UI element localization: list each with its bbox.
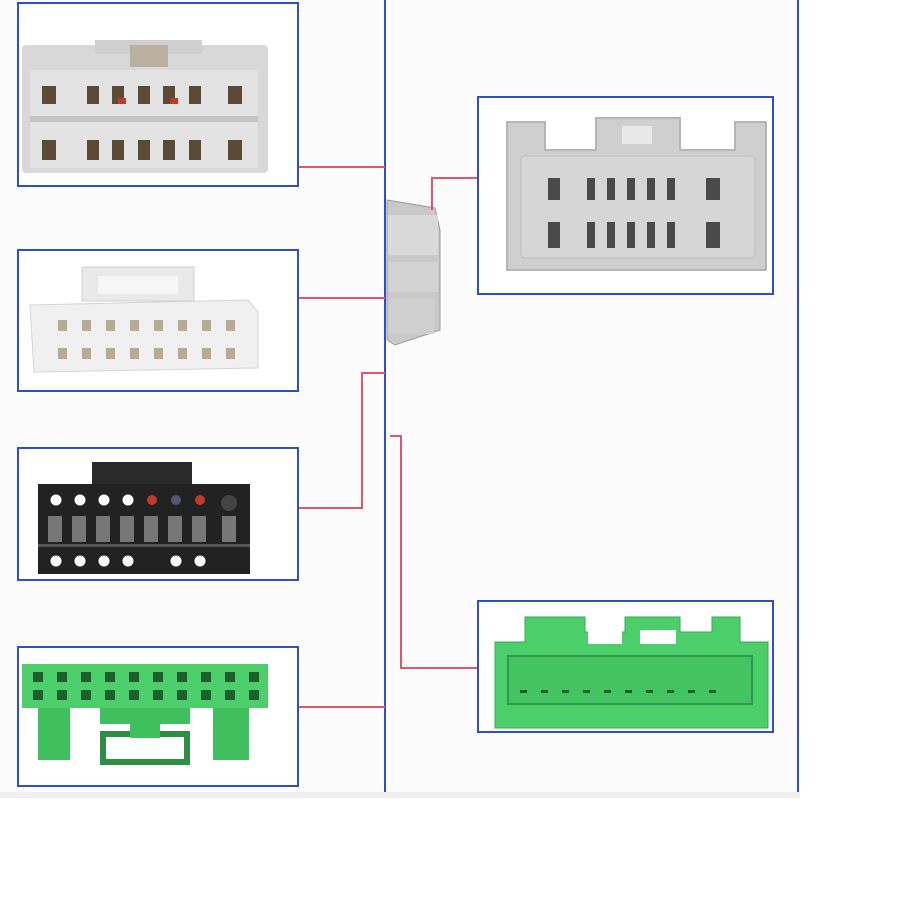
sockets-4 [33,672,259,700]
wire-5 [431,177,478,210]
connector-green-10pin-female [17,646,299,787]
connector-green-10pin-male [477,600,774,733]
wire-3 [298,372,385,509]
wire-6 [390,435,478,669]
bottom-shadow [0,792,800,798]
connection-wires [298,166,478,708]
connector-white-16pin-socket [17,249,299,392]
pins-row-bottom-5 [548,222,720,248]
sockets-row-bottom-2 [58,348,235,359]
sockets-row-top-2 [58,320,235,331]
pins-row-bottom-1 [42,140,242,160]
holes-bottom-3 [50,555,206,567]
connector-gray-12pin-plug [477,96,774,295]
central-harness-plug [386,199,441,346]
connector-gray-16pin-harness [17,2,299,187]
pins-6 [520,690,716,693]
pins-row-top-5 [548,178,720,200]
terminals-3 [48,516,236,542]
connector-black-16pin-iso [17,447,299,581]
holes-top-3 [50,494,134,506]
